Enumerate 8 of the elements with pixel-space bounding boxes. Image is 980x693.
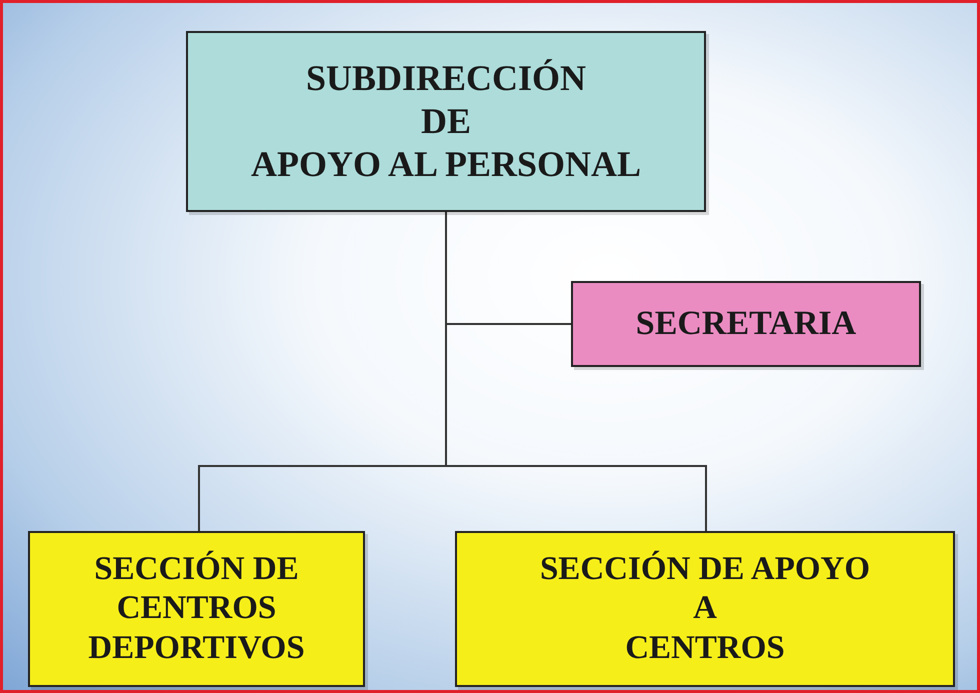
- box-title: SECRETARIA: [636, 304, 856, 344]
- box-title: SECCIÓN DE CENTROS DEPORTIVOS: [88, 550, 305, 668]
- org-box: [571, 281, 921, 367]
- box-title: SUBDIRECCIÓN DE APOYO AL PERSONAL: [250, 56, 642, 186]
- org-box: [186, 31, 706, 212]
- org-box: [28, 531, 365, 687]
- box-title: SECCIÓN DE APOYO A CENTROS: [540, 550, 870, 668]
- org-box: [455, 531, 955, 687]
